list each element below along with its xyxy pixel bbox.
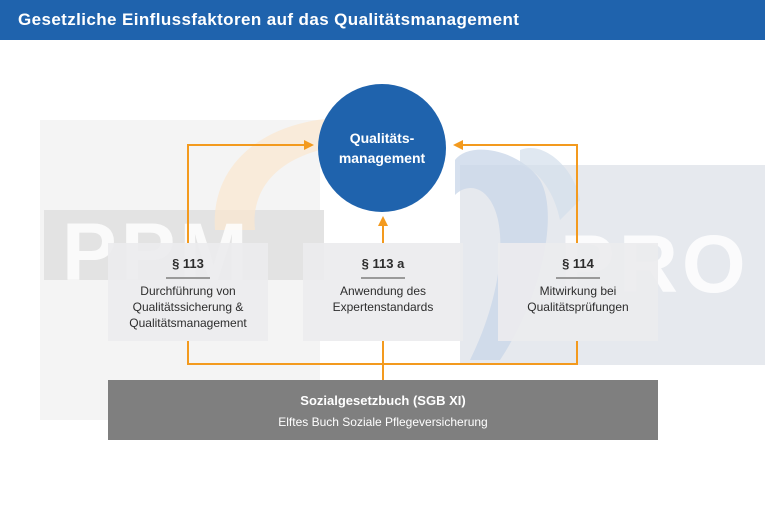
qualitaetsmanagement-node: Qualitäts- management xyxy=(318,84,446,212)
header-bar: Gesetzliche Einflussfaktoren auf das Qua… xyxy=(0,0,765,40)
base-subtitle: Elftes Buch Soziale Pflegeversicherung xyxy=(278,415,488,429)
box-section-113: § 113 Durchführung von Qualitätssicherun… xyxy=(108,243,268,341)
box-section-113a: § 113 a Anwendung des Expertenstandards xyxy=(303,243,463,341)
center-node-label: Qualitäts- management xyxy=(338,130,426,166)
page-title: Gesetzliche Einflussfaktoren auf das Qua… xyxy=(18,10,520,29)
arrow-right-to-center xyxy=(453,140,578,243)
box-section-label: § 114 xyxy=(562,256,594,271)
box-divider xyxy=(166,277,210,279)
box-description: Anwendung des Expertenstandards xyxy=(332,284,434,314)
box-section-114: § 114 Mitwirkung bei Qualitätsprüfungen xyxy=(498,243,658,341)
arrow-left-to-center xyxy=(187,140,314,243)
box-section-label: § 113 a xyxy=(361,256,405,271)
box-divider xyxy=(556,277,600,279)
base-title: Sozialgesetzbuch (SGB XI) xyxy=(300,393,466,408)
box-divider xyxy=(361,277,405,279)
sgb-xi-base: Sozialgesetzbuch (SGB XI) Elftes Buch So… xyxy=(108,380,658,440)
box-description: Durchführung von Qualitätssicherung & Qu… xyxy=(129,284,247,330)
box-section-label: § 113 xyxy=(172,256,204,271)
box-description: Mitwirkung bei Qualitätsprüfungen xyxy=(527,284,629,314)
